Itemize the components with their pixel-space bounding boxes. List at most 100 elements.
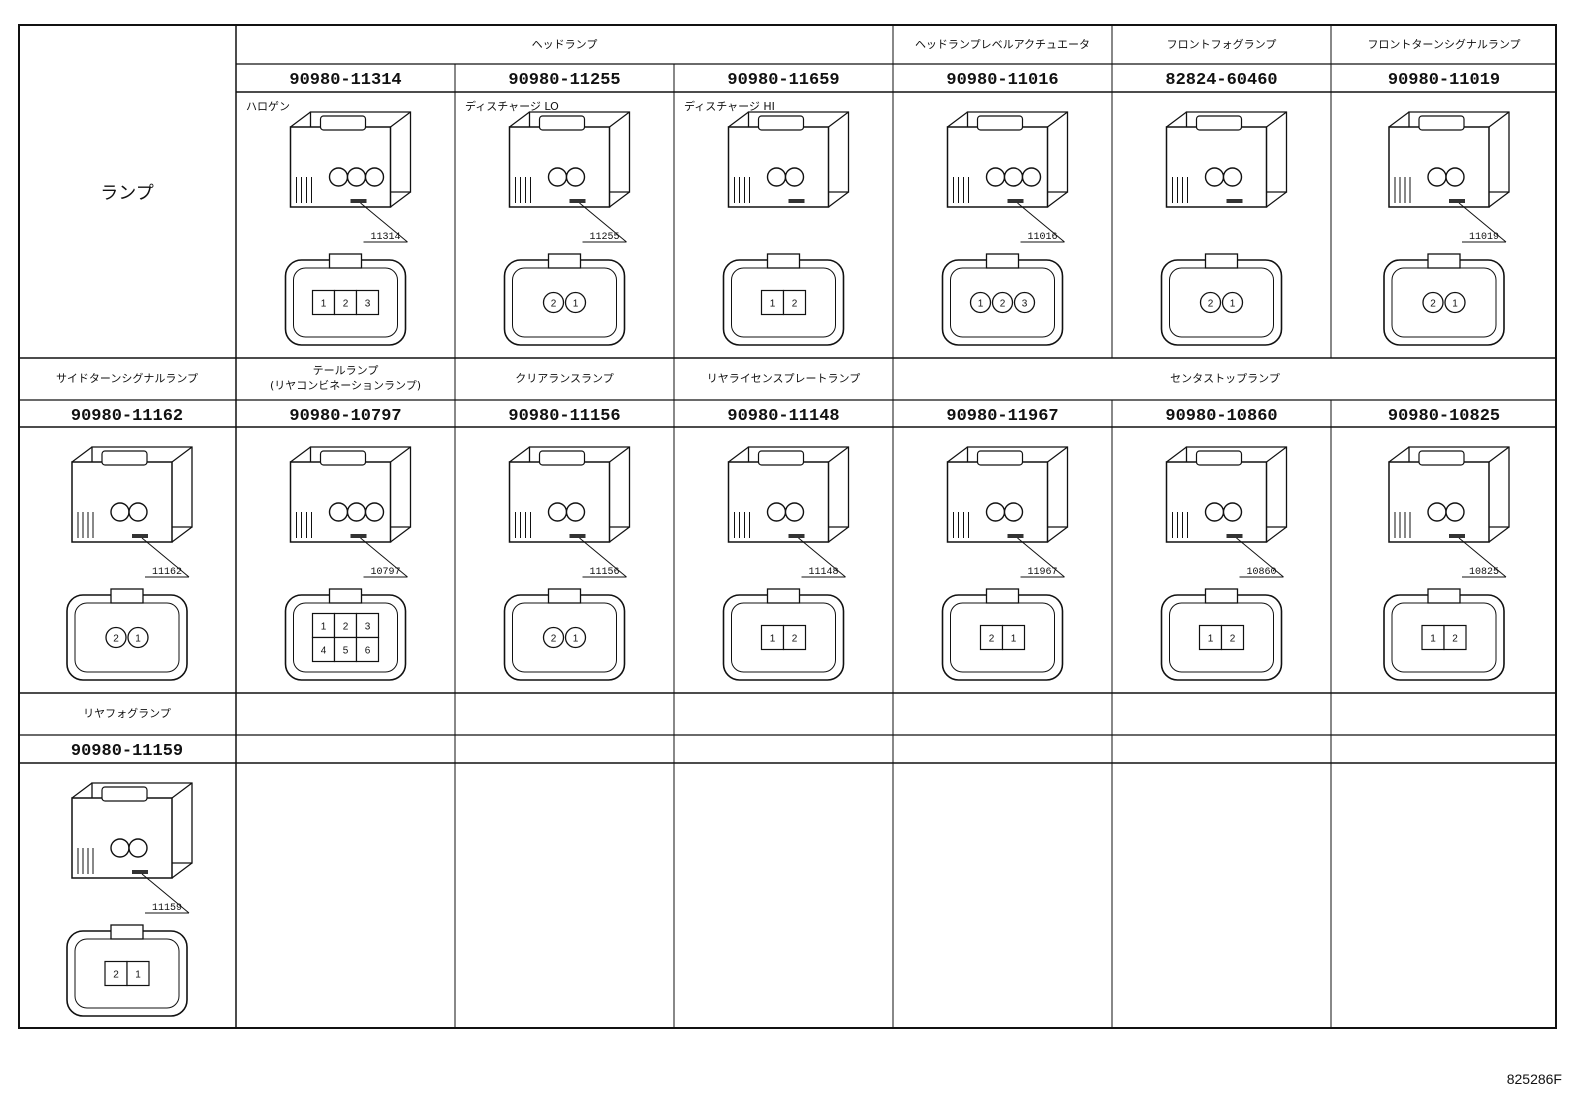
callout-label: 11314: [370, 232, 400, 243]
pin-cavity: [1422, 291, 1444, 314]
header-label-1-0: サイドターンシグナルランプ: [56, 371, 198, 385]
body-edge: [171, 782, 193, 799]
pin-number: 3: [1022, 299, 1028, 310]
pin-number: 2: [792, 299, 798, 310]
header-label-1-2: クリアランスランプ: [515, 372, 613, 385]
pin-number: 3: [365, 299, 371, 310]
pin-cavity: [355, 289, 380, 316]
callout-leader: [1236, 537, 1284, 578]
header-label-0-1: ヘッドランプレベルアクチュエータ: [915, 38, 1090, 51]
pin-cavity: [564, 626, 587, 649]
body-edge: [290, 446, 311, 463]
body-edge: [290, 111, 311, 128]
callout-leader: [141, 873, 190, 914]
header-label-0-3: フロントターンシグナルランプ: [1367, 37, 1520, 51]
pin-cavity: [1013, 291, 1036, 314]
header-label-1-1: テールランプ: [313, 364, 379, 377]
callout-leader: [141, 537, 190, 578]
body-edge: [1266, 111, 1287, 128]
pin-cavity: [564, 291, 587, 314]
body-edge: [509, 111, 530, 128]
pin-number: 1: [1430, 634, 1436, 645]
pin-number: 1: [770, 634, 776, 645]
connector-body-drawing: [727, 446, 850, 543]
pin-cavity: [1443, 624, 1467, 651]
figure-code: 825286F: [1506, 1071, 1562, 1087]
body-edge: [1266, 526, 1287, 543]
part-number-90980-10797: 90980-10797: [289, 407, 401, 426]
connector-body-drawing: [289, 111, 412, 208]
body-edge: [1047, 526, 1068, 543]
connector-table-svg: ランプヘッドランプヘッドランプレベルアクチュエータフロントフォグランプフロントタ…: [18, 24, 1557, 1029]
pin-number: 2: [1000, 299, 1006, 310]
pin-cavity: [126, 960, 150, 987]
callout-label: 11016: [1027, 232, 1057, 243]
callout-leader: [360, 537, 408, 578]
pin-cavity: [782, 624, 807, 651]
pin-number: 2: [1452, 634, 1458, 645]
body-edge: [71, 446, 93, 463]
pin-number: 4: [321, 646, 327, 657]
part-number-90980-11162: 90980-11162: [71, 407, 183, 426]
pin-number: 2: [551, 299, 557, 310]
body-edge: [1266, 191, 1287, 208]
connector-body-drawing: [71, 446, 193, 543]
header-label-0-2: フロントフォグランプ: [1167, 37, 1277, 51]
pin-number: 2: [989, 634, 995, 645]
pin-cavity: [969, 291, 992, 314]
part-number-90980-10860: 90980-10860: [1165, 407, 1277, 426]
part-number-90980-11156: 90980-11156: [508, 407, 620, 426]
section-label: ランプ: [100, 183, 153, 204]
body-edge: [390, 526, 411, 543]
callout-leader: [798, 537, 846, 578]
callout-leader: [1017, 537, 1065, 578]
table-frame: [18, 24, 1557, 1029]
pin-number: 1: [978, 299, 984, 310]
pin-number: 1: [573, 634, 579, 645]
part-number-90980-11255: 90980-11255: [508, 71, 620, 90]
body-edge: [1266, 446, 1287, 463]
pin-number: 6: [365, 646, 371, 657]
connector-body-drawing: [727, 111, 850, 208]
part-number-90980-11019: 90980-11019: [1388, 71, 1500, 90]
body-edge: [1488, 111, 1510, 128]
connector-body-drawing: [289, 446, 412, 543]
body-edge: [1047, 111, 1068, 128]
pin-number: 1: [321, 622, 327, 633]
callout-label: 11162: [152, 567, 182, 578]
connector-body-drawing: [508, 446, 631, 543]
pin-number: 2: [113, 634, 119, 645]
callout-label: 11156: [589, 567, 619, 578]
part-number-90980-11016: 90980-11016: [946, 71, 1058, 90]
body-edge: [1488, 446, 1510, 463]
body-edge: [609, 111, 630, 128]
pin-cavity: [1444, 291, 1466, 314]
pin-cavity: [542, 626, 565, 649]
pin-cavity: [1221, 291, 1244, 314]
connector-body-drawing: [946, 446, 1069, 543]
variant-label: ディスチャージ LO: [465, 99, 559, 113]
header-label-1-3: リヤライセンスプレートランプ: [707, 372, 860, 385]
connector-90980-11016: 11016 1 2 3: [941, 111, 1069, 346]
pin-number: 2: [792, 634, 798, 645]
variant-label: ディスチャージ HI: [684, 99, 775, 113]
body-edge: [828, 191, 849, 208]
body-edge: [1488, 526, 1510, 543]
connector-body-drawing: [71, 782, 193, 879]
body-edge: [947, 446, 968, 463]
part-number-90980-11159: 90980-11159: [71, 742, 183, 761]
pin-cavity: [1199, 291, 1222, 314]
callout-leader: [579, 537, 627, 578]
pin-number: 2: [1430, 299, 1436, 310]
pin-number: 2: [1230, 634, 1236, 645]
